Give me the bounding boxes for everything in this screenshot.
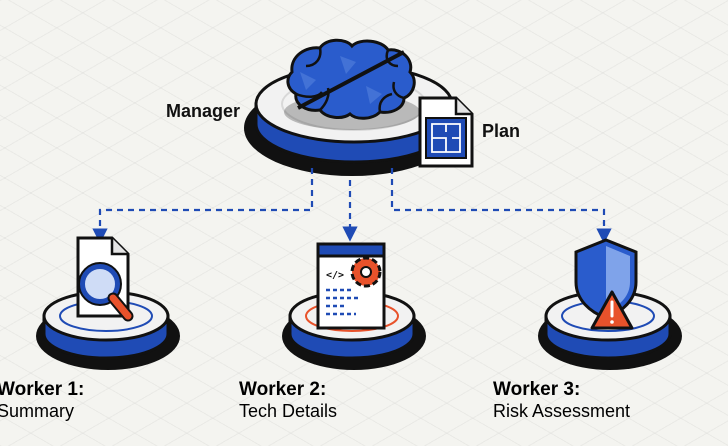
worker-1-subtitle: Summary bbox=[0, 401, 75, 421]
arrow-to-worker-3 bbox=[390, 168, 612, 244]
magnifier-document-icon bbox=[76, 236, 134, 322]
worker-3-title: Worker 3: bbox=[493, 379, 581, 400]
shield-warning-icon bbox=[574, 238, 638, 330]
code-gear-icon: </> bbox=[316, 242, 386, 330]
plan-label: Plan bbox=[482, 121, 521, 141]
worker-1-title: Worker 1: bbox=[0, 379, 85, 400]
worker-1-caption: Worker 1: Summary bbox=[0, 379, 217, 422]
blueprint-document-icon bbox=[418, 96, 474, 168]
worker-3-subtitle: Risk Assessment bbox=[493, 401, 631, 421]
connector-arrows bbox=[92, 168, 612, 244]
brain-icon bbox=[284, 38, 420, 130]
worker-3-caption: Worker 3: Risk Assessment bbox=[493, 379, 713, 422]
worker-3-platform bbox=[538, 290, 682, 370]
worker-2-title: Worker 2: bbox=[239, 379, 327, 400]
arrow-to-worker-1 bbox=[92, 168, 314, 244]
svg-text:</>: </> bbox=[326, 270, 344, 281]
worker-2-subtitle: Tech Details bbox=[239, 401, 338, 421]
manager-label: Manager bbox=[166, 101, 241, 121]
worker-2-caption: Worker 2: Tech Details bbox=[239, 379, 459, 422]
